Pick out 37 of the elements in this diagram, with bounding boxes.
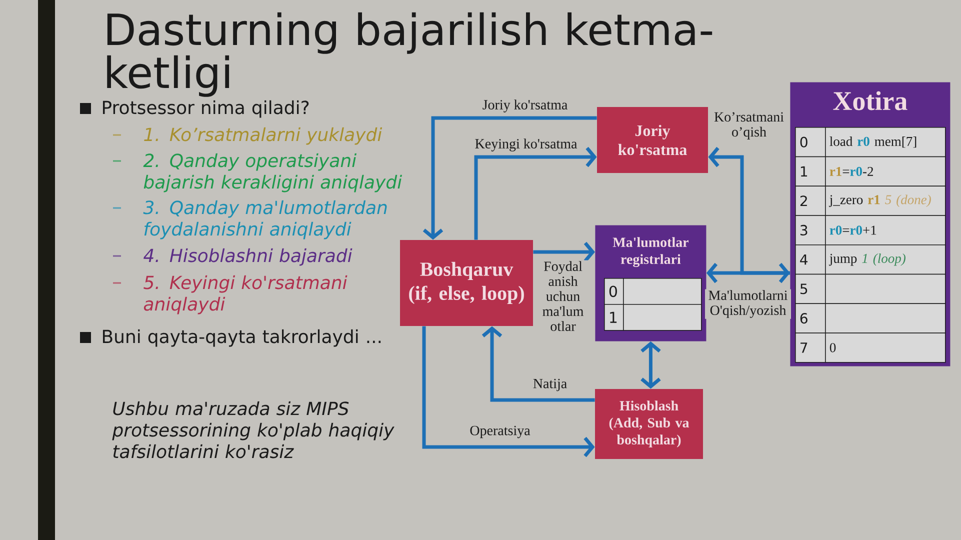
- process-box: Hisoblash (Add, Sub va boshqalar): [595, 389, 703, 459]
- arrow: [482, 326, 595, 402]
- text: 1. Ko’rsatmalarni yuklaydi: [144, 127, 382, 145]
- text: Ushbu ma'ruzada siz MIPS protsessorining ko'plab haqiqiy tafsilotlarini ko'rasiz: [112, 401, 394, 458]
- table-cell: 0: [604, 278, 624, 305]
- table-cell: 1: [604, 304, 624, 331]
- edge-label: Keyingi ko'rsatma: [474, 138, 578, 152]
- text: 2. Qanday operatsiyani bajarish kerakligini aniqlaydi: [143, 153, 402, 192]
- arrow: [474, 146, 597, 240]
- text: Buni qayta-qayta takrorlaydi ...: [102, 329, 381, 347]
- edge-label: Ma'lumotlarni O'qish/yozish: [705, 289, 791, 319]
- edge-label: Ko’rsatmani o’qish: [708, 111, 790, 140]
- arrow: [708, 146, 790, 275]
- edge-label: Natija: [532, 378, 568, 392]
- title: Dasturning bajarilish ketma-ketligi: [107, 12, 712, 97]
- text: 3. Qanday ma'lumotlardan foydalanishni aniqlaydi: [143, 200, 387, 240]
- process-box: Joriy ko'rsatma: [597, 107, 708, 173]
- edge-label: Joriy ko'rsatma: [481, 98, 569, 114]
- arrow: [640, 341, 661, 389]
- edge-label: Operatsiya: [468, 424, 532, 440]
- arrow: [706, 262, 790, 284]
- table-cell: 7: [795, 332, 826, 363]
- text: 4. Hisoblashni bajaradi: [144, 248, 352, 266]
- table-cell: 3: [795, 215, 826, 246]
- text: Protsessor nima qiladi?: [102, 100, 309, 118]
- table-cell: 1: [795, 156, 826, 187]
- table-cell: 5: [795, 274, 826, 304]
- table-cell: 2: [795, 186, 826, 216]
- table-cell: 4: [795, 244, 826, 275]
- arrow: [533, 242, 595, 262]
- edge-label: Foydal anish uchun ma'lum otlar: [537, 260, 589, 332]
- arrow: [422, 326, 595, 458]
- table-cell: 6: [795, 303, 826, 334]
- arrow: [422, 116, 597, 240]
- process-box: Boshqaruv (if, else, loop): [400, 240, 533, 326]
- text: 5. Keyingi ko'rsatmani aniqlaydi: [144, 275, 348, 314]
- table-cell: 0: [795, 127, 826, 158]
